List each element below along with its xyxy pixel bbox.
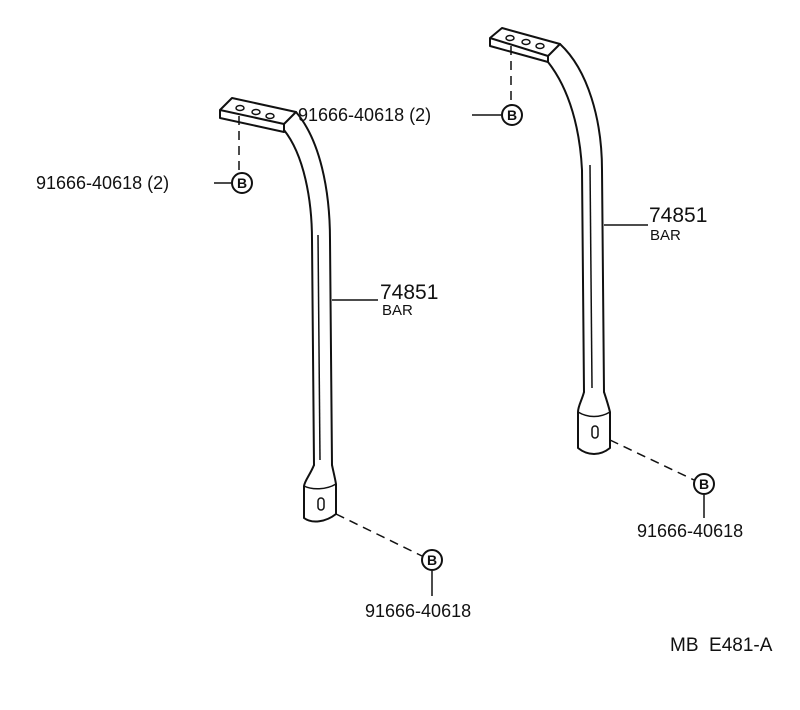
left-bottom-bolt-ref-label: 91666-40618 <box>365 601 471 621</box>
right-bottom-bolt-dashed-line <box>609 439 695 481</box>
right-bar-foot <box>577 391 611 455</box>
left-top-bolt-b-icon <box>231 172 253 194</box>
right-bottom-bolt-ref-label: 91666-40618 <box>637 521 743 541</box>
right-bottom-bolt-b-icon <box>693 473 715 495</box>
right-top-bolt-b-icon <box>501 104 523 126</box>
left-bar-name: BAR <box>382 302 413 319</box>
left-top-bolt-mark: B <box>237 175 247 191</box>
right-bar-body <box>547 43 605 393</box>
right-bar-assembly: B 91666-40618 (2) 74851 BAR B 91666-4061… <box>298 27 743 541</box>
diagram-code: MB E481-A <box>670 635 773 656</box>
left-top-bolt-ref-label: 91666-40618 (2) <box>36 173 169 193</box>
right-bar-name: BAR <box>650 227 681 244</box>
left-bar-body <box>283 111 333 466</box>
left-bottom-bolt-mark: B <box>427 552 437 568</box>
right-top-bolt-mark: B <box>507 107 517 123</box>
left-bottom-bolt-dashed-line <box>335 513 423 557</box>
right-top-bolt-ref-label: 91666-40618 (2) <box>298 105 431 125</box>
left-bottom-bolt-b-icon <box>421 549 443 571</box>
left-bar-assembly: B 91666-40618 (2) 74851 BAR B 91666-4061… <box>36 97 471 621</box>
left-bar-part-number: 74851 <box>380 281 438 304</box>
right-bottom-bolt-mark: B <box>699 476 709 492</box>
right-bar-part-number: 74851 <box>649 204 707 227</box>
left-bar-foot <box>303 464 337 523</box>
